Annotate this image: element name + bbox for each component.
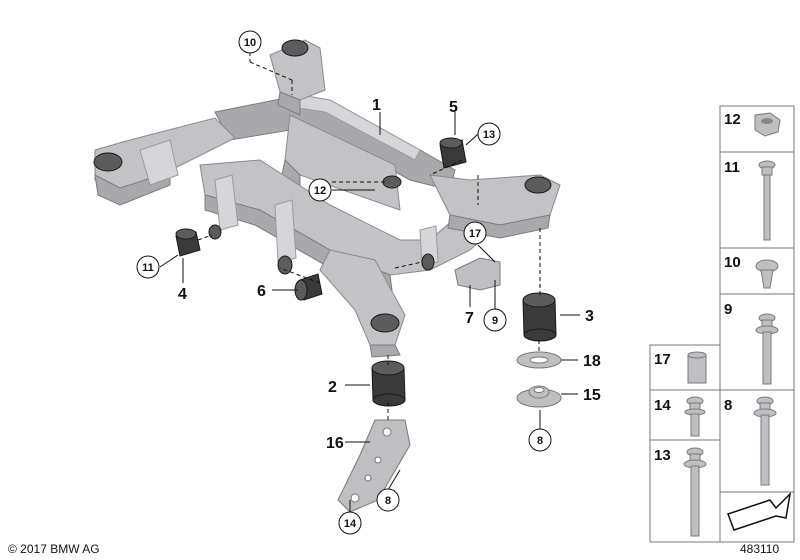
callout-7: 7 [465, 310, 474, 327]
panel-label-11: 11 [724, 159, 740, 176]
callout-13: 13 [483, 129, 495, 141]
callout-circle-11 [136, 255, 160, 279]
rear-subframe-drawing [93, 39, 561, 358]
callout-10: 10 [244, 37, 256, 49]
panel-label-12: 12 [724, 111, 741, 128]
callout-8b: 8 [385, 495, 391, 507]
panel-label-10: 10 [724, 254, 741, 271]
bracket-7 [454, 257, 501, 291]
callout-circle-12 [308, 178, 332, 202]
callout-labels: 1 2 3 4 5 6 7 16 18 15 10 13 12 11 17 9 … [136, 30, 601, 535]
threaded-sleeve-icon [687, 351, 707, 384]
callout-15: 15 [583, 387, 601, 404]
copyright-text: © 2017 BMW AG [8, 542, 100, 556]
direction-arrow-icon [727, 491, 792, 531]
callout-12: 12 [314, 185, 326, 197]
callout-2: 2 [328, 379, 337, 396]
hex-nut-icon [754, 112, 781, 137]
callout-3: 3 [585, 308, 594, 325]
fastener-panel: 12 11 10 9 17 14 8 13 [649, 105, 795, 543]
callout-8a: 8 [537, 435, 543, 447]
callout-circle-8b [376, 488, 400, 512]
panel-cell-11 [719, 151, 795, 249]
hex-bolt-icon [753, 396, 777, 486]
panel-label-14: 14 [654, 397, 671, 414]
mount-3 [522, 292, 557, 342]
washer-15 [516, 385, 562, 408]
washer-18 [516, 351, 562, 369]
expanding-clip-icon [755, 259, 779, 289]
callout-circle-8a [528, 428, 552, 452]
panel-label-8: 8 [724, 397, 732, 414]
panel-label-17: 17 [654, 351, 671, 368]
reinforcement-plate-16 [337, 419, 411, 513]
callout-circle-9 [483, 308, 507, 332]
callout-14: 14 [344, 518, 357, 530]
panel-label-9: 9 [724, 301, 732, 318]
callout-circle-14 [338, 511, 362, 535]
bushing-5 [439, 137, 467, 169]
mount-2 [371, 360, 406, 407]
callout-6: 6 [257, 283, 266, 300]
callout-18: 18 [583, 353, 601, 370]
callout-circle-10 [238, 30, 262, 54]
callout-1: 1 [372, 97, 381, 114]
short-bolt-icon [684, 396, 706, 437]
callout-9: 9 [492, 315, 498, 327]
callout-5: 5 [449, 99, 458, 116]
callout-16: 16 [326, 435, 344, 452]
bushing-6 [294, 273, 323, 301]
callout-11: 11 [142, 262, 154, 274]
flange-bolt-icon [755, 313, 779, 385]
callout-17: 17 [469, 228, 481, 240]
long-bolt-icon [758, 160, 776, 241]
callout-circle-13 [477, 122, 501, 146]
diagram-number: 483110 [740, 542, 779, 556]
bushing-4 [175, 228, 201, 257]
callout-circle-17 [463, 221, 487, 245]
collar-bolt-icon [683, 447, 707, 537]
panel-label-13: 13 [654, 447, 671, 464]
panel-cell-13 [649, 439, 721, 543]
callout-4: 4 [178, 286, 187, 303]
leader-lines [159, 45, 580, 512]
